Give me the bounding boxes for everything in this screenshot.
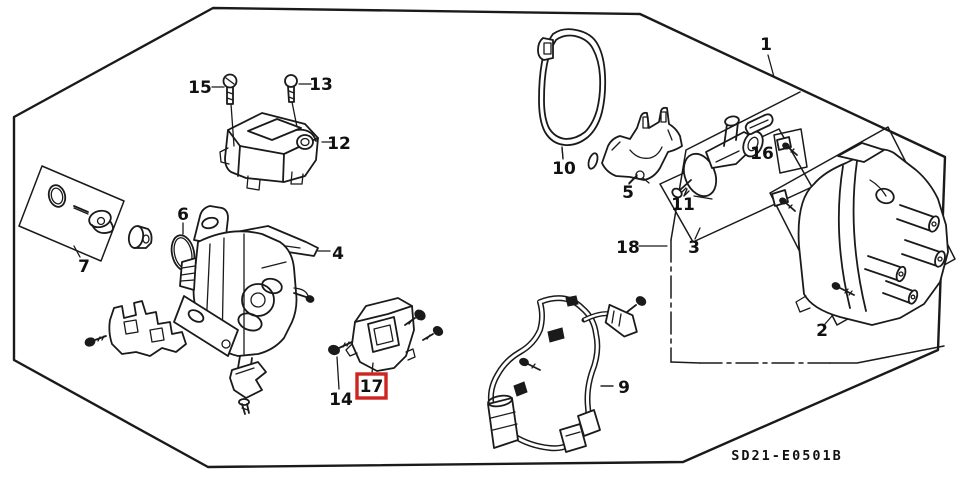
drawing-code: SD21-E0501B: [731, 448, 842, 464]
highlight-box: [355, 372, 388, 400]
part-seal-kit: [47, 184, 153, 249]
part-gasket: [537, 28, 607, 159]
part-callouts: 1 2 3 4 5 6 7 9 10 11 12 13 14 15 16 18 …: [78, 35, 828, 410]
kit-box-7: [18, 165, 125, 262]
part-pin-and-screws: [744, 113, 798, 212]
diagram-border: [12, 6, 947, 469]
part-label-13[interactable]: 13: [309, 75, 333, 95]
part-ignition-coil: [219, 73, 319, 191]
part-label-15[interactable]: 15: [188, 78, 212, 98]
part-rotor: [671, 115, 764, 200]
part-label-2[interactable]: 2: [816, 321, 828, 341]
part-label-10[interactable]: 10: [552, 159, 576, 179]
group-boxes: [18, 91, 956, 364]
part-label-17: 17: [360, 377, 384, 397]
part-wire-harness: [487, 295, 647, 453]
kit-box-16: [773, 128, 808, 174]
part-distributor-cap: [795, 142, 949, 326]
highlighted-callout-17[interactable]: 17: [355, 372, 388, 400]
part-label-4[interactable]: 4: [332, 244, 344, 264]
part-distributor-housing: [173, 205, 319, 415]
part-label-16[interactable]: 16: [750, 144, 774, 164]
part-igniter: [328, 297, 444, 390]
cap-towers: [864, 204, 946, 305]
part-label-9[interactable]: 9: [618, 378, 630, 398]
part-label-1[interactable]: 1: [760, 35, 772, 55]
part-leak-cover: [587, 106, 683, 185]
part-label-5[interactable]: 5: [622, 183, 634, 203]
part-label-18[interactable]: 18: [616, 238, 640, 258]
part-label-12[interactable]: 12: [327, 134, 351, 154]
part-mounting-bracket: [84, 300, 187, 357]
part-label-11[interactable]: 11: [671, 195, 695, 215]
part-label-14[interactable]: 14: [329, 390, 353, 410]
part-label-3[interactable]: 3: [688, 238, 700, 258]
part-label-7[interactable]: 7: [78, 257, 90, 277]
leader-lines: [73, 54, 775, 387]
part-label-6[interactable]: 6: [177, 205, 189, 225]
